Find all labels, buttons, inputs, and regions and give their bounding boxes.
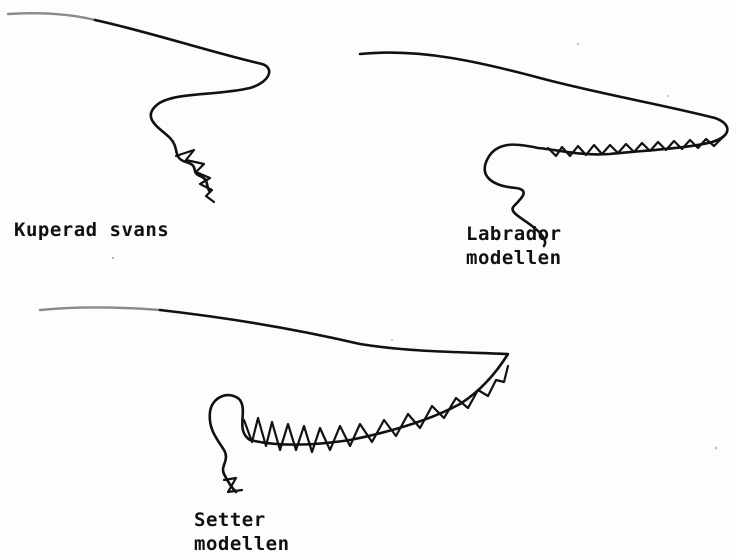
setter-tail-fade-stroke: [40, 307, 160, 310]
docked-tail-fade-stroke: [8, 13, 95, 20]
labrador-tail-label-line2: modellen: [466, 247, 562, 269]
setter-tail-label-line1: Setter: [194, 509, 266, 531]
scan-specks: [112, 43, 718, 449]
docked-tail-tuft: [176, 150, 214, 202]
labrador-tail-label: Labrador modellen: [466, 222, 562, 270]
setter-tail-label: Setter modellen: [194, 508, 290, 556]
labrador-tail-outline: [360, 53, 727, 246]
docked-tail-outline: [95, 20, 269, 192]
setter-tail-drawing: [40, 307, 508, 492]
docked-tail-drawing: [8, 13, 269, 202]
labrador-tail-label-line1: Labrador: [466, 223, 562, 245]
setter-tail-label-line2: modellen: [194, 533, 290, 555]
setter-tail-feathering: [244, 366, 508, 452]
labrador-tail-drawing: [360, 53, 727, 246]
setter-tail-outline: [160, 310, 508, 492]
docked-tail-label: Kuperad svans: [14, 218, 169, 242]
